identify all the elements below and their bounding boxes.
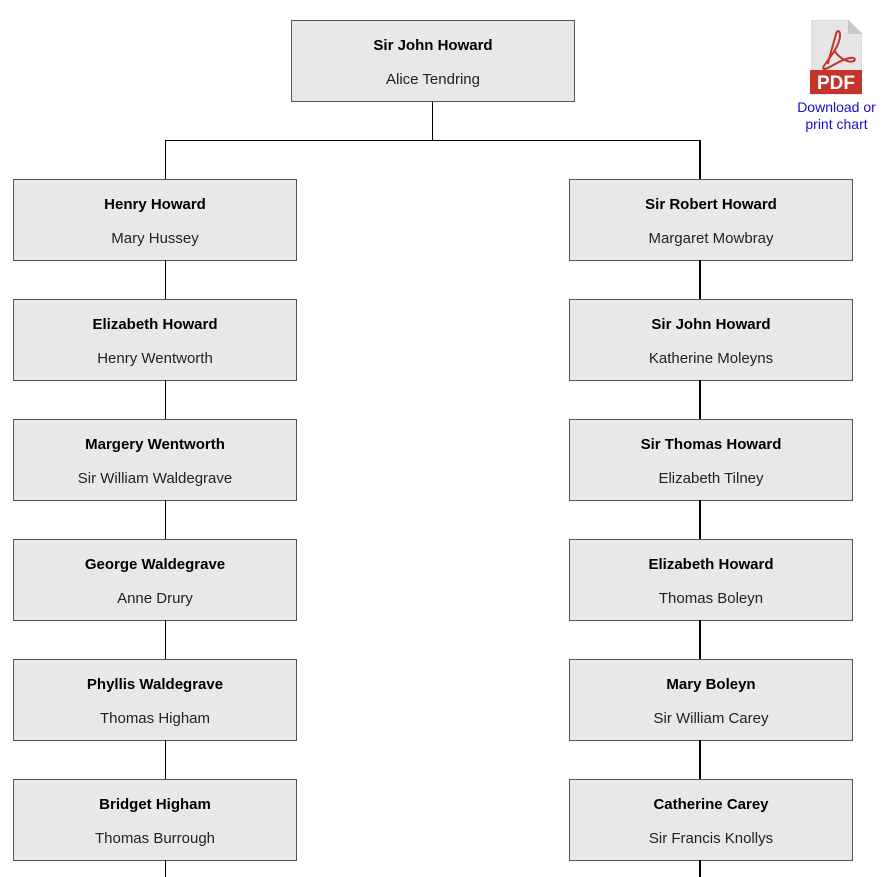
spouse-name: Thomas Higham (99, 710, 211, 727)
right-branch-drop-line (699, 140, 701, 180)
person-name: Phyllis Waldegrave (86, 676, 224, 693)
connector-line-left-5 (165, 740, 166, 780)
person-name: Sir John Howard (373, 37, 493, 54)
branch-horizontal-line (165, 140, 701, 141)
person-name: Elizabeth Howard (92, 316, 218, 333)
download-print-link[interactable]: PDF Download or print chart (790, 20, 883, 133)
pdf-file-icon: PDF (810, 20, 862, 95)
connector-line-left-2 (165, 380, 166, 420)
person-name: Sir Thomas Howard (640, 436, 782, 453)
root-stem-line (432, 102, 433, 141)
connector-line-right-3 (699, 500, 701, 540)
connector-line-right-6 (699, 860, 701, 877)
person-name: Henry Howard (104, 196, 206, 213)
connector-line-left-6 (165, 860, 166, 877)
spouse-name: Thomas Boleyn (658, 590, 764, 607)
spouse-name: Henry Wentworth (97, 350, 213, 367)
spouse-name: Sir William Waldegrave (77, 470, 233, 487)
spouse-name: Thomas Burrough (94, 830, 216, 847)
spouse-name: Anne Drury (117, 590, 193, 607)
connector-line-left-4 (165, 620, 166, 660)
person-name: Bridget Higham (99, 796, 211, 813)
spouse-name: Margaret Mowbray (648, 230, 774, 247)
spouse-name: Sir Francis Knollys (648, 830, 774, 847)
person-name: Sir Robert Howard (645, 196, 777, 213)
person-name: George Waldegrave (84, 556, 226, 573)
connector-line-right-5 (699, 740, 701, 780)
spouse-name: Elizabeth Tilney (658, 470, 764, 487)
connector-line-left-1 (165, 260, 166, 300)
spouse-name: Alice Tendring (386, 71, 480, 88)
pdf-icon-label: PDF (817, 73, 855, 94)
spouse-name: Sir William Carey (653, 710, 769, 727)
person-name: Catherine Carey (653, 796, 769, 813)
person-name: Mary Boleyn (666, 676, 756, 693)
connector-line-left-3 (165, 500, 166, 540)
spouse-name: Mary Hussey (111, 230, 199, 247)
person-name: Elizabeth Howard (648, 556, 774, 573)
connector-line-right-4 (699, 620, 701, 660)
person-name: Margery Wentworth (85, 436, 225, 453)
download-link-text[interactable]: Download or print chart (797, 99, 876, 132)
connector-line-right-2 (699, 380, 701, 420)
connector-line-right-1 (699, 260, 701, 300)
left-branch-drop-line (165, 140, 166, 180)
person-name: Sir John Howard (651, 316, 771, 333)
root-person-box[interactable]: Sir John Howard Alice Tendring (291, 20, 575, 102)
spouse-name: Katherine Moleyns (648, 350, 774, 367)
